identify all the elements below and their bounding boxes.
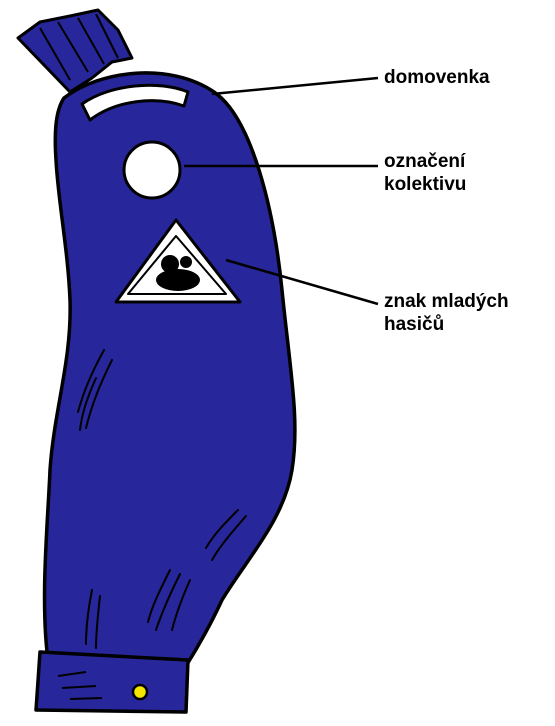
leader-line-domovenka: [212, 78, 378, 94]
label-znak-line2: hasičů: [384, 313, 509, 336]
collective-circle-patch: [124, 142, 180, 198]
label-oznaceni-line2: kolektivu: [384, 173, 466, 196]
label-domovenka-text: domovenka: [384, 66, 490, 89]
label-znak-mladych-hasicu: znak mladých hasičů: [384, 290, 509, 336]
label-oznaceni-kolektivu: označení kolektivu: [384, 150, 466, 196]
label-domovenka: domovenka: [384, 66, 490, 89]
label-znak-line1: znak mladých: [384, 290, 509, 313]
sleeve-cuff: [36, 652, 188, 712]
cuff-button-icon: [133, 685, 147, 699]
label-oznaceni-line1: označení: [384, 150, 466, 173]
